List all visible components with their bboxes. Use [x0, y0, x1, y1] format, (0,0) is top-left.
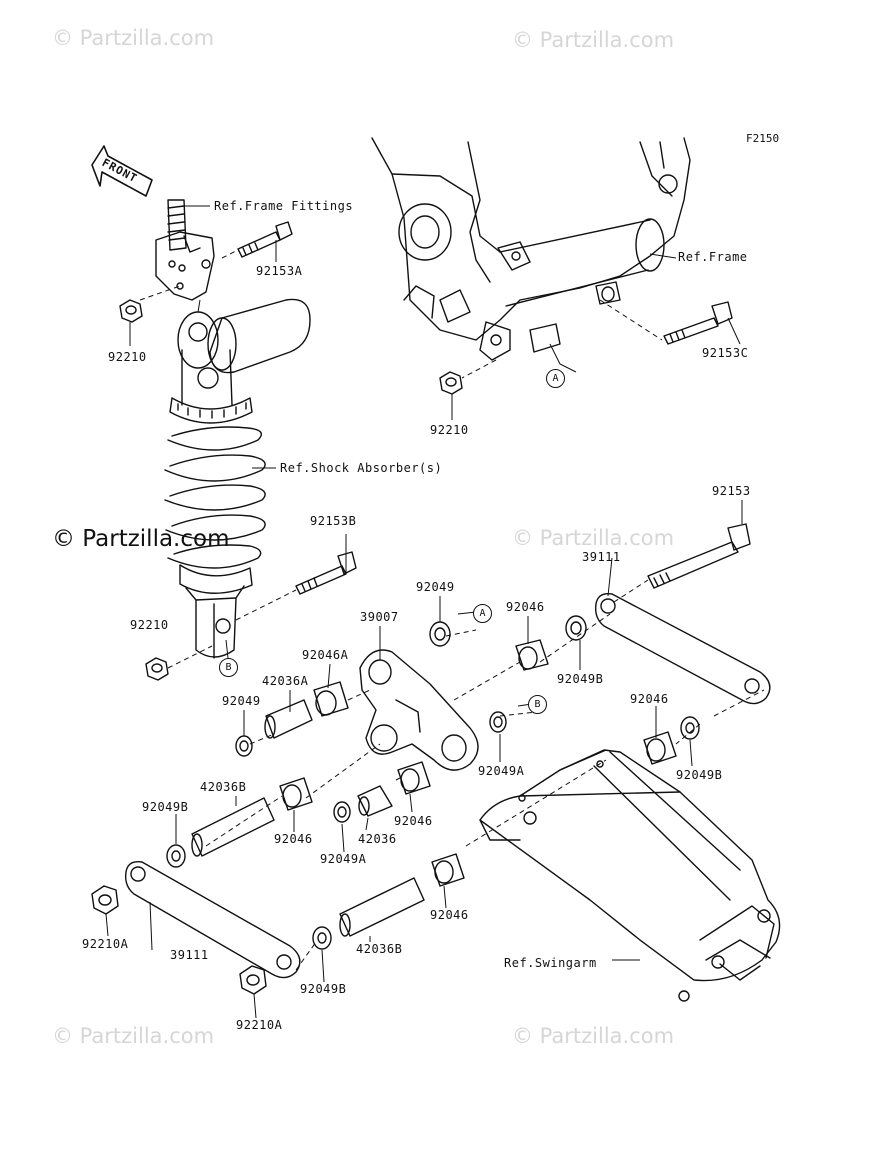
label-39111-low: 39111 — [170, 948, 209, 962]
nut-92210A-low — [239, 965, 267, 995]
sleeve-42036B-low — [339, 877, 425, 937]
label-92049B-right: 92049B — [676, 768, 723, 782]
bearing-92046-top — [515, 639, 549, 671]
nut-92210-mid — [439, 371, 463, 395]
front-arrow-icon — [91, 145, 153, 197]
collar-92049B-low — [312, 926, 332, 950]
nut-92210-low — [145, 657, 169, 681]
label-42036B-low: 42036B — [356, 942, 403, 956]
bearing-92046-low — [431, 853, 465, 887]
label-92210-mid: 92210 — [430, 423, 469, 437]
label-92153A: 92153A — [256, 264, 303, 278]
label-92046-center: 92046 — [394, 814, 433, 828]
label-92049B-top: 92049B — [557, 672, 604, 686]
callout-B-rocker: B — [528, 695, 547, 714]
label-92046-right: 92046 — [630, 692, 669, 706]
sleeve-42036 — [357, 785, 393, 817]
bolt-92153 — [647, 523, 751, 589]
label-92046-low: 92046 — [430, 908, 469, 922]
label-92210-low: 92210 — [130, 618, 169, 632]
label-92049-top: 92049 — [416, 580, 455, 594]
nut-92210-top — [119, 299, 143, 323]
shock-absorber-drawing — [164, 298, 311, 659]
label-42036B-top: 42036B — [200, 780, 247, 794]
label-ref-frame-fittings: Ref.Frame Fittings — [214, 199, 354, 213]
bearing-92046-right — [643, 731, 677, 765]
collar-92049A-low — [333, 801, 351, 823]
collar-92049B-left — [166, 844, 186, 868]
label-42036A: 42036A — [262, 674, 309, 688]
bearing-92046A — [313, 681, 349, 717]
label-92049B-low: 92049B — [300, 982, 347, 996]
watermark-mid-left: © Partzilla.com — [52, 526, 230, 552]
watermark-top-right: © Partzilla.com — [512, 28, 675, 52]
label-92210A-low: 92210A — [236, 1018, 283, 1032]
label-92049A-low: 92049A — [320, 852, 367, 866]
label-ref-shock: Ref.Shock Absorber(s) — [280, 461, 443, 475]
bolt-92153B — [295, 551, 357, 595]
label-92046-top: 92046 — [506, 600, 545, 614]
collar-92049B-right — [680, 716, 700, 740]
callout-B-shock: B — [219, 658, 238, 677]
label-92049-left: 92049 — [222, 694, 261, 708]
label-92046-mid: 92046 — [274, 832, 313, 846]
frame-fitting-drawing — [155, 199, 215, 301]
watermark-top-left: © Partzilla.com — [52, 26, 215, 50]
label-92153B: 92153B — [310, 514, 357, 528]
watermark-mid-right: © Partzilla.com — [512, 526, 675, 550]
callout-A-rocker: A — [473, 604, 492, 623]
rocker-arm-39007 — [359, 649, 479, 771]
bolt-92153A — [237, 221, 293, 258]
sleeve-42036A — [264, 699, 313, 739]
label-92153C: 92153C — [702, 346, 749, 360]
label-92210A-left: 92210A — [82, 937, 129, 951]
tie-rod-39111-top — [594, 593, 771, 705]
label-92046A: 92046A — [302, 648, 349, 662]
label-39007: 39007 — [360, 610, 399, 624]
label-ref-swingarm: Ref.Swingarm — [504, 956, 597, 970]
label-92210-top: 92210 — [108, 350, 147, 364]
figure-code: F2150 — [746, 132, 780, 145]
callout-A-frame: A — [546, 369, 565, 388]
label-39111-top: 39111 — [582, 550, 621, 564]
nut-92210A-left — [91, 885, 119, 915]
collar-92049-top — [429, 621, 451, 647]
bearing-92046-center — [397, 761, 431, 795]
label-92153: 92153 — [712, 484, 751, 498]
label-42036: 42036 — [358, 832, 397, 846]
collar-92049B-top — [565, 615, 587, 641]
watermark-bottom-right: © Partzilla.com — [512, 1024, 675, 1048]
frame-drawing — [371, 137, 691, 361]
swingarm-drawing — [479, 749, 781, 1002]
watermark-bottom-left: © Partzilla.com — [52, 1024, 215, 1048]
collar-92049-left — [235, 735, 253, 757]
sleeve-42036B-top — [191, 797, 275, 857]
bolt-92153C — [663, 301, 733, 345]
tie-rod-39111-low — [124, 861, 301, 979]
label-92049A-right: 92049A — [478, 764, 525, 778]
label-ref-frame: Ref.Frame — [678, 250, 748, 264]
collar-92049A-right — [489, 711, 507, 733]
label-92049B-left: 92049B — [142, 800, 189, 814]
bearing-92046-mid — [279, 777, 313, 811]
